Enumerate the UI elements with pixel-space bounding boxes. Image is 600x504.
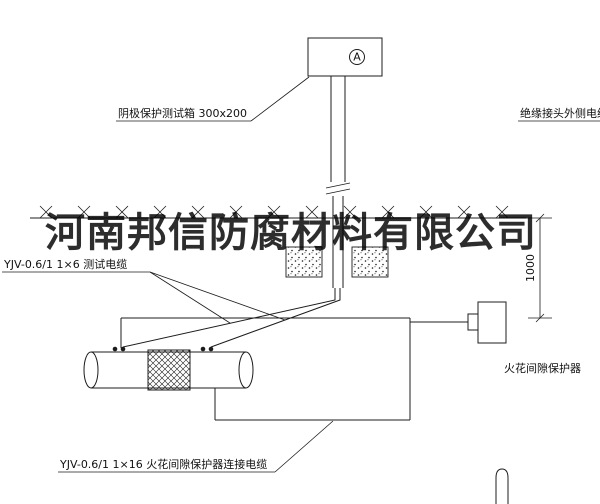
spark-protector-label: 火花间隙保护器 xyxy=(504,361,581,375)
leader-connect-cable xyxy=(274,420,334,473)
leader-test-cable-1 xyxy=(149,271,231,324)
conduit-riser xyxy=(325,76,351,288)
leader-lines xyxy=(149,76,334,473)
concrete-foundation-right xyxy=(351,246,389,278)
ammeter-symbol: A xyxy=(349,49,365,65)
ammeter-letter: A xyxy=(353,51,361,64)
test-box-label: 阴极保护测试箱 300x200 xyxy=(118,106,247,120)
cable-terminal-left xyxy=(112,346,126,352)
concrete-foundation-left xyxy=(285,246,323,278)
protector-cable-run xyxy=(120,317,468,421)
pipeline xyxy=(83,346,254,391)
leader-test-cable-2 xyxy=(149,271,286,321)
spark-gap-body xyxy=(477,301,507,344)
pipe-end-left xyxy=(83,351,99,389)
test-cable-label: YJV-0.6/1 1×6 测试电缆 xyxy=(3,258,127,271)
dimension-1000: 1000 xyxy=(524,213,552,323)
ground-surface xyxy=(30,205,526,219)
spark-gap-protector xyxy=(467,301,507,344)
test-cables xyxy=(122,288,341,348)
pipe-riser-symbol xyxy=(495,468,509,504)
outer-cable-label: 绝缘接头外侧电缆 xyxy=(520,106,600,120)
insulating-joint xyxy=(147,349,191,391)
test-box: A xyxy=(307,37,383,77)
connect-cable-label: YJV-0.6/1 1×16 火花间隙保护器连接电缆 xyxy=(59,457,267,471)
cable-terminal-right xyxy=(200,346,214,352)
dimension-text: 1000 xyxy=(524,254,537,282)
watermark: 河南邦信防腐材料有限公司 xyxy=(45,209,537,256)
leader-test-box xyxy=(250,76,310,122)
conduit-break-mark xyxy=(325,182,351,195)
spark-gap-connector xyxy=(467,313,479,331)
pipe-end-right xyxy=(238,351,254,389)
annotation-labels: 阴极保护测试箱 300x200 绝缘接头外侧电缆 YJV-0.6/1 1×6 测… xyxy=(2,106,600,473)
test-box-outline xyxy=(307,37,383,77)
